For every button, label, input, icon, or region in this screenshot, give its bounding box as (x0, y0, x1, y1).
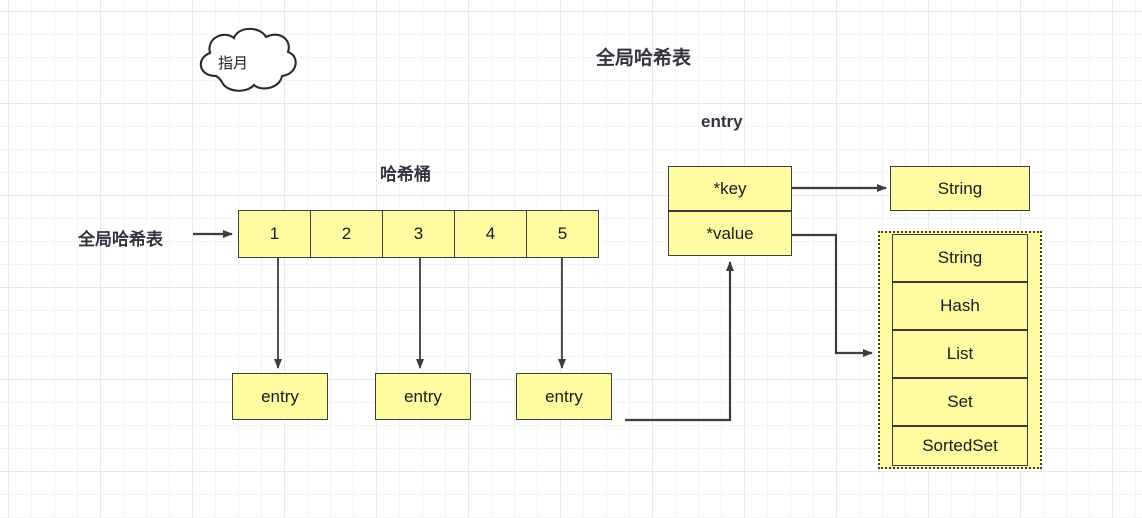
bucket-cell-label: 3 (413, 224, 424, 243)
bucket-cell-1[interactable]: 1 (238, 210, 311, 258)
value-type-hash[interactable]: Hash (892, 282, 1028, 330)
bucket-cell-label: 5 (557, 224, 568, 243)
bucket-cell-2[interactable]: 2 (310, 210, 383, 258)
value-type-string[interactable]: String (892, 234, 1028, 282)
entry-node-label: entry (261, 386, 299, 406)
cloud-note-shape (199, 27, 297, 92)
entry-group-label: entry (701, 112, 743, 131)
bucket-cell-3[interactable]: 3 (382, 210, 455, 258)
value-type-label: String (937, 248, 983, 267)
value-type-list[interactable]: List (892, 330, 1028, 378)
value-type-label: SortedSet (922, 436, 998, 455)
entry-node-3[interactable]: entry (516, 373, 612, 420)
page-title: 全局哈希表 (596, 48, 692, 69)
bucket-cell-label: 4 (485, 224, 496, 243)
entry-field-label: *key (713, 178, 747, 198)
bucket-cell-label: 1 (269, 224, 280, 243)
hash-bucket-label: 哈希桶 (380, 165, 431, 184)
value-type-label: Set (947, 392, 973, 411)
cloud-note-text: 指月 (218, 54, 249, 72)
value-type-label: Hash (940, 296, 980, 315)
global-hash-table-label: 全局哈希表 (78, 230, 163, 249)
bucket-cell-4[interactable]: 4 (454, 210, 527, 258)
value-type-label: List (946, 344, 974, 363)
entry-field-key[interactable]: *key (668, 166, 792, 211)
key-type-label: String (937, 178, 983, 198)
entry-node-2[interactable]: entry (375, 373, 471, 420)
entry-node-label: entry (545, 386, 583, 406)
bucket-cell-label: 2 (341, 224, 352, 243)
bucket-cell-5[interactable]: 5 (526, 210, 599, 258)
entry-field-label: *value (706, 223, 754, 243)
key-type-string[interactable]: String (890, 166, 1030, 211)
value-type-sortedset[interactable]: SortedSet (892, 426, 1028, 466)
entry-field-value[interactable]: *value (668, 211, 792, 256)
entry-node-1[interactable]: entry (232, 373, 328, 420)
edge-entry3-to-value (625, 261, 734, 422)
edge-value-to-types (792, 233, 873, 357)
value-type-set[interactable]: Set (892, 378, 1028, 426)
entry-node-label: entry (404, 386, 442, 406)
